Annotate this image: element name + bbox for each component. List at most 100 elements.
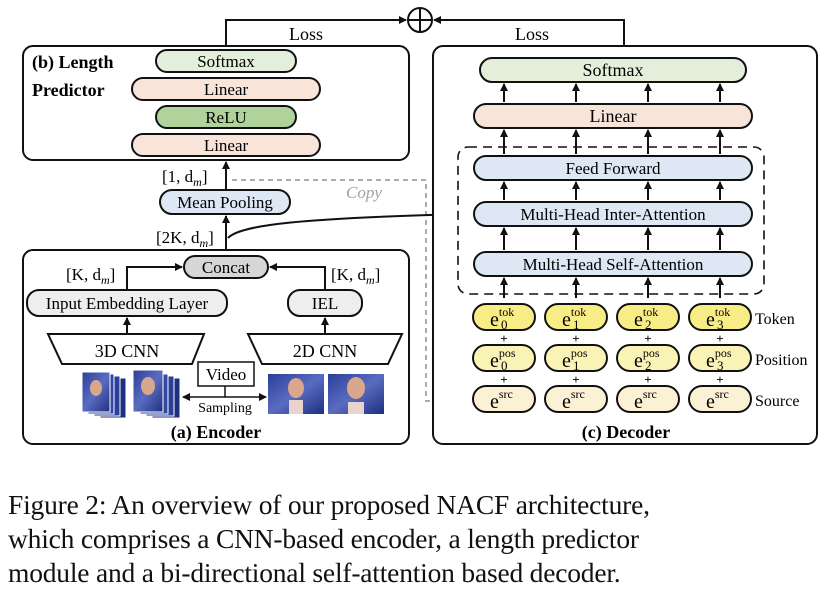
svg-text:Video: Video: [206, 365, 247, 384]
embedding-row-label: Token: [755, 311, 795, 328]
arrow-to-inter-attention: [227, 210, 469, 239]
dim-right-in: [K, dm]: [331, 265, 380, 287]
decoder-arrows: [500, 83, 724, 298]
video-clip-stack-1: [81, 371, 127, 419]
svg-text:IEL: IEL: [312, 294, 338, 313]
dim-left-in: [K, dm]: [66, 265, 115, 287]
length-predictor-title-1: (b) Length: [32, 52, 114, 73]
embedding-src-1: esrc: [544, 385, 608, 413]
loss-label-right: Loss: [515, 24, 549, 44]
plus-sign: +: [644, 372, 651, 387]
svg-text:esrc: esrc: [706, 387, 729, 413]
svg-text:2: 2: [645, 358, 652, 373]
svg-text:epos: epos: [706, 346, 732, 372]
input-embedding-layer: Input Embedding Layer: [26, 289, 228, 317]
plus-sign: +: [644, 331, 651, 346]
iel-node: IEL: [287, 289, 363, 317]
mean-pooling: Mean Pooling: [159, 189, 291, 215]
svg-text:1: 1: [573, 358, 580, 373]
decoder-linear: Linear: [473, 103, 753, 129]
svg-text:Input Embedding Layer: Input Embedding Layer: [46, 294, 209, 313]
svg-text:1: 1: [573, 317, 580, 332]
plus-sign: +: [716, 331, 723, 346]
caption-line-2: which comprises a CNN-based encoder, a l…: [8, 523, 639, 554]
lp-relu: ReLU: [155, 105, 297, 129]
svg-text:ReLU: ReLU: [205, 108, 247, 127]
svg-text:3D CNN: 3D CNN: [95, 341, 160, 361]
embedding-grid: etok0+etok1+etok2+etok3+Tokenepos0+epos1…: [472, 303, 807, 413]
length-predictor-title-2: Predictor: [32, 80, 105, 100]
svg-text:0: 0: [501, 317, 508, 332]
embedding-row-label: Position: [755, 352, 807, 369]
figure-caption: Figure 2: An overview of our proposed NA…: [8, 488, 838, 590]
video-box: Video: [197, 361, 255, 387]
cnn-3d: 3D CNN: [46, 333, 206, 365]
svg-text:3: 3: [717, 317, 724, 332]
svg-text:Mean Pooling: Mean Pooling: [177, 193, 273, 212]
svg-text:etok: etok: [562, 305, 586, 331]
decoder-block-dashed: [457, 146, 765, 295]
cnn-2d: 2D CNN: [246, 333, 404, 365]
copy-label: Copy: [346, 183, 382, 202]
concat-node: Concat: [183, 255, 269, 279]
plus-sign: +: [716, 372, 723, 387]
svg-text:esrc: esrc: [562, 387, 585, 413]
plus-sign: +: [500, 331, 507, 346]
embedding-src-3: esrc: [688, 385, 752, 413]
sum-node: [407, 7, 433, 33]
video-clip-stack-2: [132, 369, 181, 419]
svg-text:esrc: esrc: [490, 387, 513, 413]
svg-text:Linear: Linear: [590, 106, 637, 126]
decoder-title: (c) Decoder: [582, 422, 670, 443]
dim-pool-out: [1, dm]: [162, 167, 208, 189]
loss-arrow-right: [433, 16, 625, 46]
plus-sign: +: [572, 372, 579, 387]
arrow-iel-right-to-concat: [269, 263, 326, 290]
svg-text:etok: etok: [634, 305, 658, 331]
svg-text:3: 3: [717, 358, 724, 373]
svg-text:etok: etok: [490, 305, 514, 331]
loss-label-left: Loss: [289, 24, 323, 44]
arrow-iel-left-to-concat: [126, 263, 183, 290]
svg-text:Concat: Concat: [202, 258, 250, 277]
plus-sign: +: [572, 331, 579, 346]
svg-text:2: 2: [645, 317, 652, 332]
svg-text:etok: etok: [706, 305, 730, 331]
architecture-diagram: Loss Loss (b) Length Predictor Softmax L…: [22, 7, 818, 445]
svg-text:Softmax: Softmax: [583, 60, 644, 80]
caption-line-3: module and a bi-directional self-attenti…: [8, 557, 621, 588]
svg-text:epos: epos: [562, 346, 588, 372]
embedding-row-label: Source: [755, 393, 799, 410]
lp-linear-top: Linear: [131, 77, 321, 101]
video-frame-2: [328, 374, 384, 414]
embedding-src-0: esrc: [472, 385, 536, 413]
svg-text:esrc: esrc: [634, 387, 657, 413]
video-frame-1: [268, 374, 324, 414]
svg-text:Softmax: Softmax: [197, 52, 255, 71]
inter-attention: Multi-Head Inter-Attention: [473, 201, 753, 227]
svg-text:0: 0: [501, 358, 508, 373]
lp-linear-bottom: Linear: [131, 133, 321, 157]
lp-softmax: Softmax: [155, 49, 297, 73]
svg-text:Linear: Linear: [204, 80, 249, 99]
svg-text:Multi-Head Self-Attention: Multi-Head Self-Attention: [523, 255, 704, 274]
svg-text:2D CNN: 2D CNN: [293, 341, 358, 361]
svg-text:epos: epos: [634, 346, 660, 372]
svg-text:epos: epos: [490, 346, 516, 372]
svg-text:Multi-Head Inter-Attention: Multi-Head Inter-Attention: [520, 205, 706, 224]
decoder-softmax: Softmax: [479, 57, 747, 83]
feed-forward: Feed Forward: [473, 155, 753, 181]
dim-concat-out: [2K, dm]: [156, 228, 214, 250]
sampling-label: Sampling: [198, 401, 252, 416]
self-attention: Multi-Head Self-Attention: [473, 251, 753, 277]
embedding-src-2: esrc: [616, 385, 680, 413]
svg-text:Linear: Linear: [204, 136, 249, 155]
